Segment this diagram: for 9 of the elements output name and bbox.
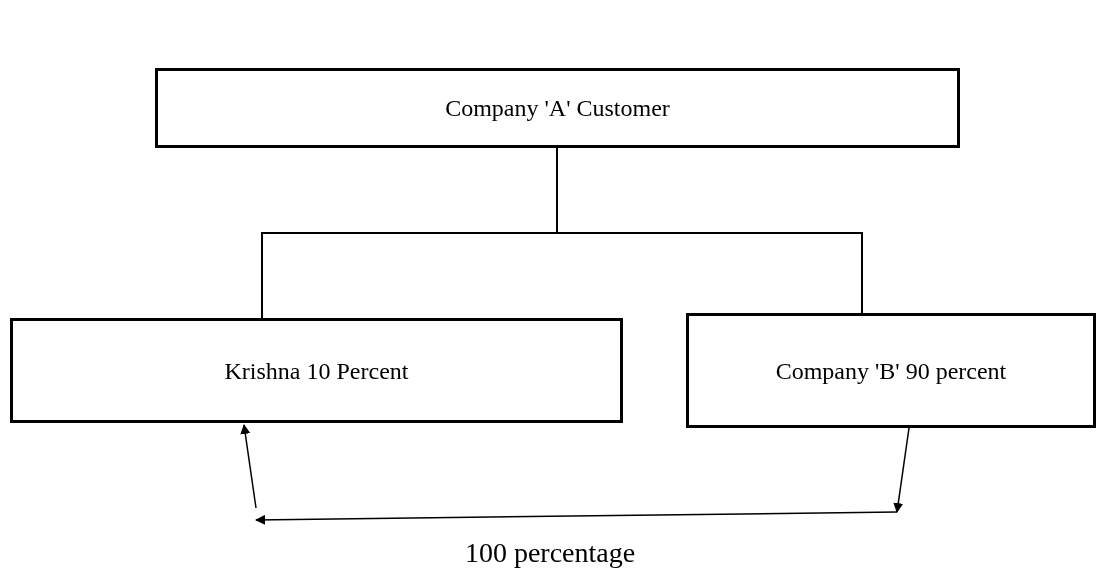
box-text: Krishna 10 Percent [224, 356, 409, 386]
process-box [686, 313, 1096, 428]
arrow [240, 424, 257, 509]
process-box [10, 318, 623, 423]
process-box [155, 68, 960, 148]
box-text: Company 'B' 90 percent [775, 356, 1007, 386]
total-label: 100 percentage [463, 536, 637, 570]
arrow [893, 427, 910, 513]
box-text: Company 'A' Customer [444, 94, 671, 123]
